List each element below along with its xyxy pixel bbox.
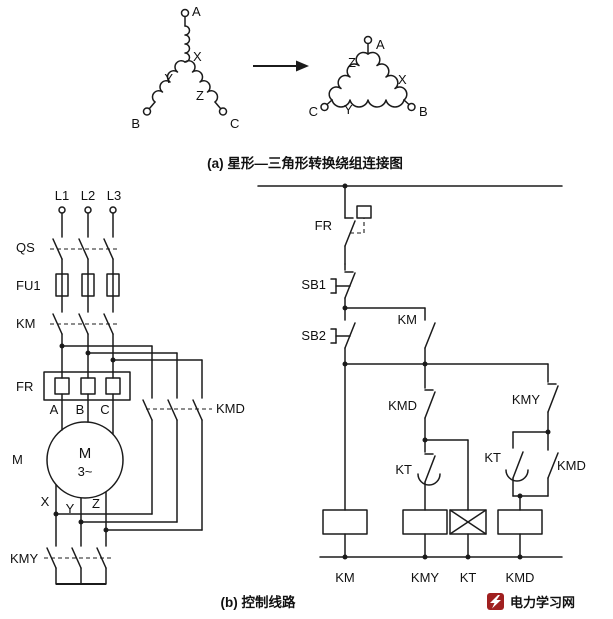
l3-terminal-node (109, 206, 117, 214)
watermark-text: 电力学习网 (510, 595, 575, 610)
label-fr-main: FR (16, 379, 33, 394)
delta-label-x: X (398, 72, 407, 87)
kmy-coil (402, 509, 448, 558)
star-label-z: Z (196, 88, 204, 103)
kmd-nc-interlock: KMD (388, 363, 436, 441)
motor: A B C M 3~ M X Y Z (12, 399, 124, 547)
delta-label-y: Y (344, 102, 353, 117)
transform-arrow-icon (253, 60, 309, 72)
watermark: 电力学习网 (487, 593, 575, 610)
label-fu1: FU1 (16, 278, 41, 293)
star-label-x: X (193, 49, 202, 64)
star-connection-diagram: A X Y Z B C (131, 4, 239, 131)
star-label-b: B (131, 116, 140, 131)
fu1-fuses: FU1 (16, 273, 120, 313)
star-winding-ax (184, 25, 191, 63)
label-l2: L2 (81, 188, 95, 203)
delta-label-a: A (376, 37, 385, 52)
motor-phase: 3~ (78, 464, 93, 479)
kmd-coil (497, 509, 543, 558)
l2-terminal-node (84, 206, 92, 214)
label-fr-control: FR (315, 218, 332, 233)
kmy-nc-interlock: KMY (512, 363, 559, 433)
label-l1: L1 (55, 188, 69, 203)
label-kt-left: KT (395, 462, 412, 477)
label-qs: QS (16, 240, 35, 255)
power-circuit: L1 L2 L3 QS (10, 188, 245, 585)
label-l3: L3 (107, 188, 121, 203)
delta-terminal-c-node (320, 102, 329, 112)
star-terminal-a-node (180, 8, 190, 18)
kt-no-delayed-contact: KT (484, 431, 529, 497)
kmy-contacts: KMY (10, 547, 112, 585)
label-kt-right: KT (484, 450, 501, 465)
l1-terminal-node (58, 206, 66, 214)
km-coil (322, 509, 368, 558)
fr-overload-relay: FR (16, 371, 131, 401)
label-sb1: SB1 (301, 277, 326, 292)
delta-label-z: Z (348, 55, 356, 70)
label-terminal-z: Z (92, 496, 100, 511)
label-kmd-main: KMD (216, 401, 245, 416)
motor-letter: M (79, 445, 92, 462)
kmd-branch-wiring (59, 343, 203, 399)
delta-terminal-b-node (407, 102, 416, 112)
star-winding-cz (184, 60, 219, 103)
star-terminal-c-node (218, 107, 228, 116)
label-coil-kmy: KMY (411, 570, 440, 585)
delta-terminal-a-node (363, 35, 373, 45)
label-coil-kt: KT (460, 570, 477, 585)
delta-winding-left (328, 51, 369, 101)
kt-nc-delayed-contact: KT (395, 439, 441, 511)
label-km-main: KM (16, 316, 36, 331)
delta-label-c: C (309, 104, 318, 119)
label-kmy-main: KMY (10, 551, 39, 566)
control-circuit: FR SB1 SB2 (257, 183, 586, 585)
label-terminal-x: X (41, 494, 50, 509)
lightning-icon (490, 595, 501, 609)
label-km-aux: KM (398, 312, 418, 327)
star-label-c: C (230, 116, 239, 131)
caption-section-b: (b) 控制线路 (221, 594, 296, 610)
km-main-contacts: KM (16, 313, 118, 373)
sb2-start-button: SB2 (301, 307, 356, 365)
delta-winding-right (367, 51, 408, 101)
label-terminal-a: A (50, 402, 59, 417)
label-kmy-interlock: KMY (512, 392, 541, 407)
label-coil-km: KM (335, 570, 355, 585)
fr-nc-contact: FR (315, 185, 372, 265)
label-kmd-aux: KMD (557, 458, 586, 473)
kmd-contacts: KMD (53, 399, 245, 533)
label-coil-kmd: KMD (506, 570, 535, 585)
label-kmd-interlock: KMD (388, 398, 417, 413)
qs-switch: QS (16, 238, 118, 275)
delta-connection-diagram: A Z X C Y B (309, 35, 428, 119)
motor-circle (46, 421, 124, 499)
label-motor-side: M (12, 452, 23, 467)
label-terminal-c: C (100, 402, 109, 417)
star-terminal-b-node (142, 107, 152, 116)
kt-coil (449, 509, 487, 558)
star-label-a: A (192, 4, 201, 19)
delta-winding-bottom (331, 99, 405, 108)
label-terminal-y: Y (66, 501, 75, 516)
star-label-y: Y (164, 71, 173, 86)
kmd-no-aux-contact: KMD (547, 431, 586, 497)
km-aux-contact: KM (398, 307, 436, 365)
label-sb2: SB2 (301, 328, 326, 343)
sb1-stop-button: SB1 (301, 263, 356, 309)
caption-section-a: (a) 星形—三角形转换绕组连接图 (207, 155, 403, 171)
label-terminal-b: B (76, 402, 85, 417)
star-winding-by (151, 60, 186, 103)
delta-label-b: B (419, 104, 428, 119)
